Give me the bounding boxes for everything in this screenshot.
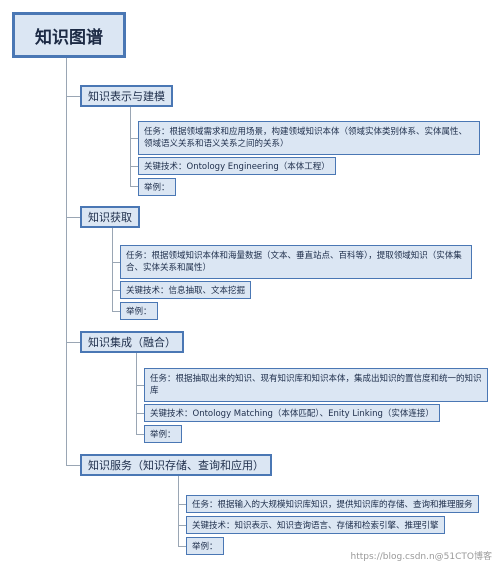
connector-b2 xyxy=(66,342,80,343)
b3-example[interactable]: 举例： xyxy=(186,537,224,555)
connector-b2-tech xyxy=(136,413,144,414)
sub-trunk-b2 xyxy=(136,353,137,434)
b1-tech[interactable]: 关键技术：信息抽取、文本挖掘 xyxy=(120,281,252,299)
connector-b1-task xyxy=(112,262,120,263)
connector-b0-example xyxy=(130,186,138,187)
b3-tech[interactable]: 关键技术：知识表示、知识查询语言、存储和检索引擎、推理引擎 xyxy=(186,516,445,534)
connector-b3-tech xyxy=(178,525,186,526)
b1-task[interactable]: 任务：根据领域知识本体和海量数据（文本、垂直站点、百科等），提取领域知识（实体集… xyxy=(120,245,472,279)
sub-trunk-b0 xyxy=(130,107,131,186)
connector-b1 xyxy=(66,217,80,218)
b0-tech[interactable]: 关键技术：Ontology Engineering（本体工程） xyxy=(138,157,336,175)
b3-task[interactable]: 任务：根据输入的大规模知识库知识，提供知识库的存储、查询和推理服务 xyxy=(186,495,479,513)
b2-example[interactable]: 举例： xyxy=(144,425,182,443)
branch-knowledge-service[interactable]: 知识服务（知识存储、查询和应用） xyxy=(80,454,272,476)
sub-trunk-b3 xyxy=(178,476,179,546)
b2-task[interactable]: 任务：根据抽取出来的知识、现有知识库和知识本体，集成出知识的置信度和统一的知识库 xyxy=(144,368,488,402)
connector-b1-example xyxy=(112,311,120,312)
connector-b1-tech xyxy=(112,290,120,291)
connector-b0-tech xyxy=(130,166,138,167)
connector-b0 xyxy=(66,96,80,97)
branch-knowledge-integration[interactable]: 知识集成（融合） xyxy=(80,331,184,353)
watermark: https://blog.csdn.n@51CTO博客 xyxy=(350,552,493,562)
connector-b3-task xyxy=(178,504,186,505)
b0-example[interactable]: 举例： xyxy=(138,178,176,196)
trunk-line xyxy=(66,58,67,466)
connector-b3-example xyxy=(178,546,186,547)
root-node[interactable]: 知识图谱 xyxy=(12,12,126,58)
b0-task[interactable]: 任务：根据领域需求和应用场景，构建领域知识本体（领域实体类别体系、实体属性、领域… xyxy=(138,121,480,155)
branch-knowledge-representation[interactable]: 知识表示与建模 xyxy=(80,85,173,107)
b2-tech[interactable]: 关键技术：Ontology Matching（本体匹配）、Enity Linki… xyxy=(144,404,440,422)
b1-example[interactable]: 举例： xyxy=(120,302,158,320)
connector-b2-task xyxy=(136,385,144,386)
sub-trunk-b1 xyxy=(112,228,113,311)
branch-knowledge-acquisition[interactable]: 知识获取 xyxy=(80,206,140,228)
connector-b3 xyxy=(66,465,80,466)
connector-b2-example xyxy=(136,434,144,435)
connector-b0-task xyxy=(130,138,138,139)
